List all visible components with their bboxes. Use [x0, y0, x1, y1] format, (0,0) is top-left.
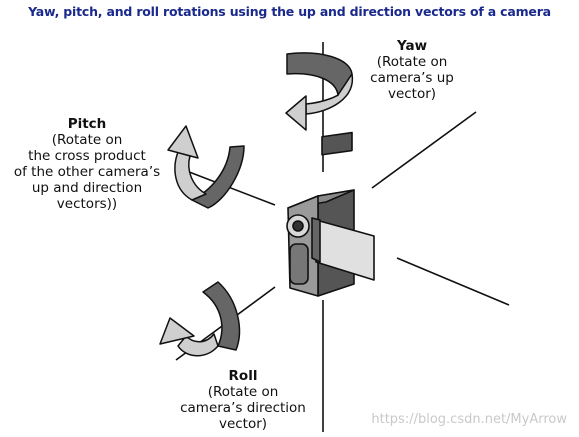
diagram-title: Yaw, pitch, and roll rotations using the…	[28, 4, 551, 19]
pitch-line: up and direction	[31, 180, 143, 196]
yaw-arrow	[285, 52, 354, 131]
direction-axis-upper	[371, 111, 477, 189]
pitch-arrow	[167, 125, 245, 209]
roll-heading: Roll	[228, 368, 258, 384]
pitch-line: (Rotate on	[51, 132, 123, 148]
roll-band-back	[202, 281, 241, 351]
camera-screen-hinge	[311, 217, 321, 263]
roll-arrow	[159, 281, 241, 357]
pitch-arrowhead	[167, 125, 199, 159]
yaw-line: vector)	[387, 86, 437, 102]
roll-line: (Rotate on	[207, 384, 279, 400]
pitch-line: vectors))	[56, 196, 118, 212]
pitch-line: of the other camera’s	[13, 164, 161, 180]
pitch-line: the cross product	[28, 148, 146, 164]
yaw-heading: Yaw	[396, 38, 428, 54]
camera-viewfinder	[321, 131, 353, 156]
pitch-label: Pitch (Rotate on the cross product of th…	[12, 116, 162, 212]
roll-line: camera’s direction	[180, 400, 306, 416]
pitch-band-back	[191, 145, 245, 209]
watermark: https://blog.csdn.net/MyArrow	[371, 412, 567, 427]
camcorder	[286, 131, 375, 297]
camera-grip	[289, 243, 309, 285]
yaw-line: (Rotate on	[376, 54, 448, 70]
yaw-arrowhead	[285, 95, 307, 131]
cross-axis-right	[396, 257, 510, 306]
yaw-label: Yaw (Rotate on camera’s up vector)	[352, 38, 472, 102]
roll-arrowhead	[159, 317, 195, 345]
yaw-line: camera’s up	[370, 70, 454, 86]
roll-label: Roll (Rotate on camera’s direction vecto…	[158, 368, 328, 432]
roll-line: vector)	[218, 416, 268, 432]
camera-lens-inner	[292, 220, 304, 232]
pitch-heading: Pitch	[67, 116, 107, 132]
